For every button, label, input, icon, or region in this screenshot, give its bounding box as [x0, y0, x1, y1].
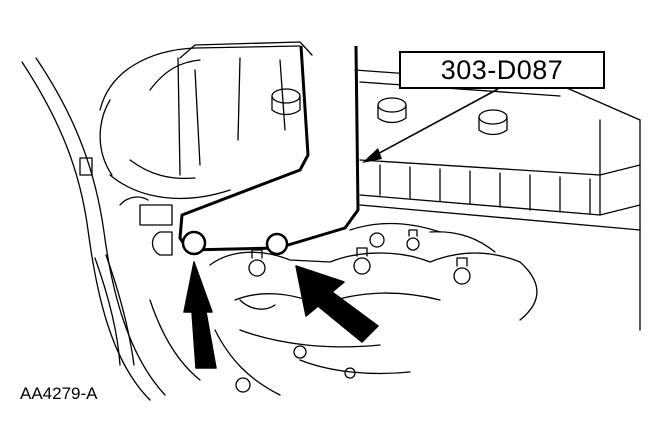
locator-arrow-left — [183, 261, 217, 369]
special-tool-outline — [178, 45, 360, 252]
figure-id-label: AA4279-A — [20, 384, 98, 403]
tool-callout-arrow — [362, 88, 499, 163]
hose-lines — [21, 57, 166, 401]
locator-arrow-right — [295, 265, 379, 343]
tool-number-label: 303-D087 — [440, 54, 564, 85]
intake-housing — [99, 41, 313, 199]
manifold-studs — [248, 229, 471, 285]
tool-fastener-holes — [181, 230, 289, 256]
lower-engine-block — [149, 299, 411, 396]
valve-cover — [354, 69, 641, 331]
top-bolts — [271, 88, 508, 136]
tool-number-callout: 303-D087 — [399, 51, 605, 89]
left-hardware — [79, 157, 173, 256]
